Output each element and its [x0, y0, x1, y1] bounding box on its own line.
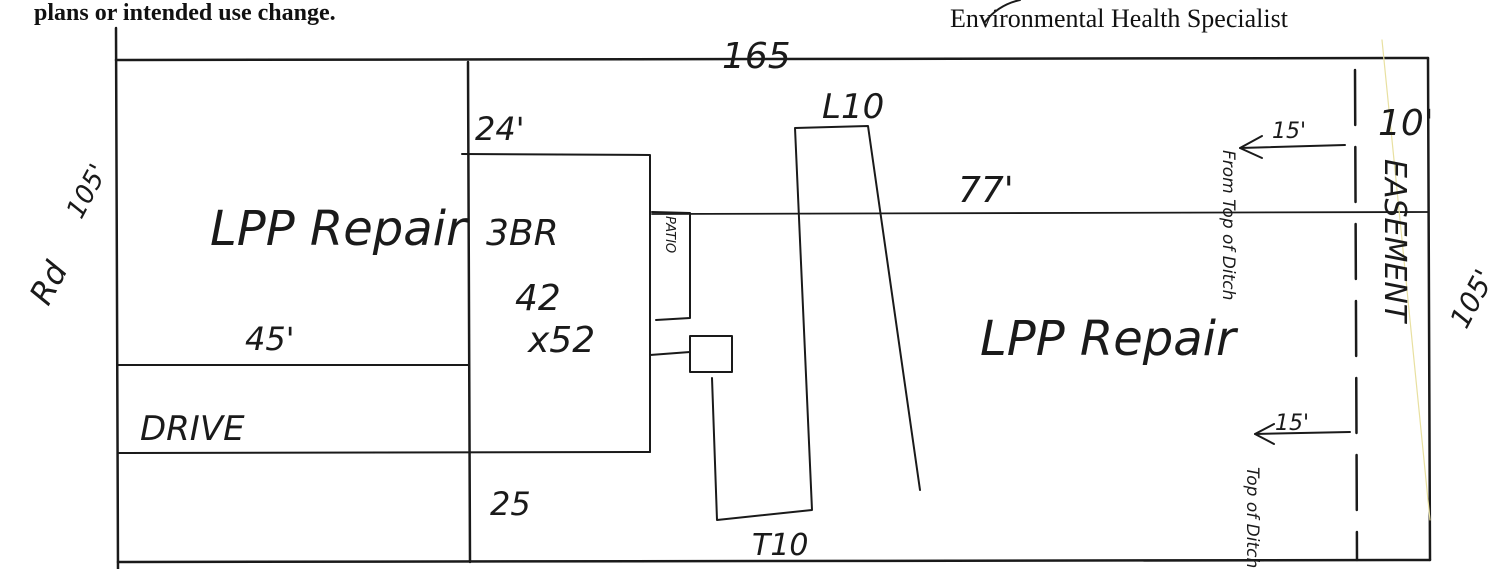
ditch-arrowhead-bottom	[1254, 423, 1275, 445]
faint-guide-line	[1381, 39, 1431, 521]
ditch-note-top: From Top of Ditch	[1218, 150, 1238, 300]
l10-label: L10	[822, 87, 884, 127]
lot-depth-left: 105'	[61, 159, 114, 223]
ditch-note-bottom: Top of Ditch	[1242, 467, 1262, 568]
septic-tank-box	[689, 335, 733, 373]
patio-label: PATIO	[662, 216, 677, 253]
drive-label: DRIVE	[140, 409, 245, 449]
drive-bottom-line	[117, 451, 651, 454]
notice-text: plans or intended use change.	[34, 0, 336, 26]
easement-width: 10'	[1378, 103, 1434, 144]
lot-bottom-line	[116, 558, 1432, 564]
signature-title: Environmental Health Specialist	[950, 4, 1288, 33]
house-front-setback: 24'	[475, 110, 525, 148]
house-dims-1: 42	[515, 278, 561, 319]
lot-right-line	[1426, 56, 1432, 562]
lot-width-label: 165	[722, 36, 791, 77]
house-rear-setback: 25	[490, 485, 531, 523]
house-dims-2: x52	[527, 320, 595, 361]
ditch-arrow-bottom	[1254, 431, 1351, 435]
ditch-arrow-top	[1239, 144, 1346, 149]
drainfield-trench	[711, 125, 921, 521]
repair-area-left-label: LPP Repair	[210, 201, 469, 257]
trench-length-label: 77'	[958, 170, 1014, 211]
repair-area-right-label: LPP Repair	[980, 311, 1239, 367]
patio-outline	[651, 211, 691, 321]
house-to-tank-line	[649, 351, 691, 356]
t10-label: T10	[752, 528, 809, 563]
road-label: Rd	[22, 255, 76, 311]
signature-stroke	[984, 0, 1021, 23]
easement-label: EASEMENT	[1377, 159, 1412, 325]
left-area-divider	[466, 60, 472, 564]
lot-left-line	[114, 26, 120, 569]
house-label: 3BR	[486, 213, 559, 254]
house-side-setback: 45'	[245, 320, 295, 358]
lot-depth-right: 105'	[1443, 264, 1490, 333]
lot-top-line	[114, 56, 1430, 62]
baseline-77	[651, 211, 1429, 215]
ditch-arrowhead-top	[1239, 135, 1263, 159]
ditch-setback-bottom: 15'	[1275, 411, 1309, 436]
ditch-setback-top: 15'	[1272, 119, 1306, 144]
easement-line	[1353, 68, 1359, 562]
house-outline	[461, 153, 651, 453]
